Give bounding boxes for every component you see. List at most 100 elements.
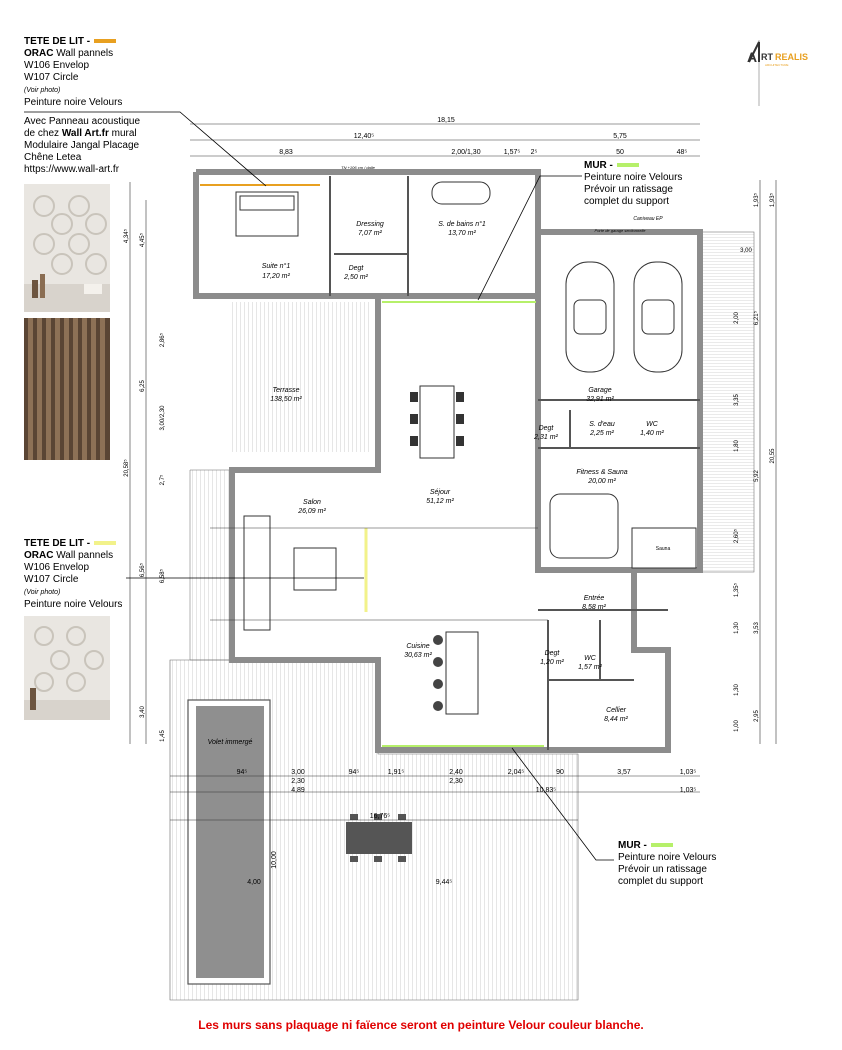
- room-name: Dressing: [356, 221, 384, 228]
- note-line: Peinture noire Velours: [584, 172, 683, 183]
- room-name: Degt: [349, 265, 365, 272]
- bathtub-icon: [431, 181, 491, 205]
- room-name: Fitness & Sauna: [576, 469, 627, 476]
- room-name: S. d'eau: [589, 421, 615, 428]
- dim-bottom: 94⁵: [237, 769, 248, 776]
- sauna-icon: [631, 527, 697, 569]
- room-name: Terrasse: [273, 387, 300, 394]
- room-name: Cuisine: [406, 643, 429, 650]
- kitchen-island-icon: [445, 631, 479, 715]
- dim-right: 1,35⁵: [733, 582, 740, 597]
- note-brand: Wall Art.fr: [61, 128, 109, 139]
- driveway-decking: [699, 231, 755, 573]
- lime-swatch: [650, 843, 673, 848]
- room-name: Cellier: [606, 707, 627, 714]
- dim-right: 1,30: [734, 622, 740, 634]
- note-small: (Voir photo): [24, 87, 61, 94]
- dim-bottom: 4,00: [247, 879, 261, 886]
- footer-note: Les murs sans plaquage ni faïence seront…: [198, 1018, 644, 1032]
- dim-left: 4,45⁵: [139, 232, 146, 247]
- note-line: W106 Envelop: [24, 60, 90, 71]
- dim-right: 20,55: [770, 448, 776, 464]
- dim-top-total: 18,15: [437, 117, 455, 124]
- dim-bottom: 10,83⁵: [536, 787, 557, 794]
- room-name: Salon: [303, 499, 321, 506]
- circle-panel-photo: [24, 184, 110, 312]
- artrealis-logo: A RT REALIS ARCHITECTURE: [747, 40, 808, 106]
- room-name: Garage: [588, 387, 611, 394]
- dim-top: 48⁵: [677, 149, 688, 156]
- room-area: 20,00 m²: [587, 478, 616, 485]
- dim-bottom: 3,57: [617, 769, 631, 776]
- circle-panel-photo-2: [24, 616, 110, 720]
- dim-right: 3,53: [754, 622, 760, 634]
- dim-right: 1,30: [734, 684, 740, 696]
- jacuzzi-icon: [549, 493, 619, 559]
- dim-right: 1,93⁵: [769, 192, 776, 207]
- note-small: (Voir photo): [24, 589, 61, 596]
- dim-left: 2,7⁵: [159, 474, 166, 485]
- bed-icon: [235, 191, 299, 237]
- note-line: Chêne Letea: [24, 152, 82, 163]
- caniveau-label: Caniveau EP: [633, 216, 663, 222]
- lime-swatch: [616, 163, 639, 168]
- note-line: Peinture noire Velours: [618, 852, 717, 863]
- coffee-table-icon: [293, 547, 337, 591]
- dim-left: 6,25: [140, 380, 146, 392]
- room-area: 138,50 m²: [270, 396, 302, 403]
- garage-door-label: Porte de garage sectionnelle: [595, 228, 647, 233]
- room-area: 2,31 m²: [533, 434, 558, 441]
- room-area: 8,44 m²: [604, 716, 628, 723]
- dim-bottom: 16,76⁵: [370, 813, 391, 820]
- room-area: 1,40 m²: [640, 430, 664, 437]
- room-area: 26,09 m²: [297, 508, 326, 515]
- dim-right: 1,93⁵: [753, 192, 760, 207]
- note-brand: ORAC: [24, 550, 54, 561]
- dim-right: 6,21⁵: [753, 310, 760, 325]
- leader-lines: [24, 111, 614, 861]
- dim-left: 1,45: [160, 730, 166, 742]
- note-line: de chez: [24, 128, 62, 139]
- dim-bottom: 2,30: [291, 778, 305, 785]
- room-area: 51,12 m²: [426, 498, 454, 505]
- car-right-icon: [633, 261, 683, 373]
- room-area: 1,20 m²: [540, 659, 564, 666]
- note-line: complet du support: [584, 196, 670, 207]
- dim-bottom: 2,30: [449, 778, 463, 785]
- note-title: MUR -: [584, 160, 613, 171]
- logo-a: A: [747, 49, 757, 65]
- dim-bottom: 9,44⁵: [436, 879, 453, 886]
- outdoor-chairs-icon: [350, 814, 406, 862]
- dim-right: 3,00: [740, 248, 752, 254]
- dim-right: 1,80: [734, 440, 740, 452]
- room-name: Séjour: [430, 489, 451, 496]
- dim-left: 4,34⁵: [123, 228, 130, 243]
- room-area: 30,63 m²: [404, 652, 432, 659]
- orange-swatch: [94, 39, 117, 44]
- outdoor-table-icon: [346, 822, 412, 854]
- headboard-note-mid: TETE DE LIT - ORAC Wall pannels W106 Env…: [24, 538, 122, 611]
- room-name: Degt: [545, 650, 561, 657]
- note-line: W107 Circle: [24, 72, 79, 83]
- room-area: 2,25 m²: [589, 430, 614, 437]
- wall-east: [548, 570, 671, 753]
- dim-top: 2,00/1,30: [451, 149, 480, 156]
- dim-right: 2,95: [754, 710, 760, 722]
- dim-left: 20,58⁵: [123, 459, 130, 477]
- logo-tag: ARCHITECTURE: [765, 63, 789, 67]
- note-line: Prévoir un ratissage: [584, 184, 673, 195]
- wall-suite-south: [193, 172, 378, 299]
- note-brand-rest: Wall pannels: [53, 550, 114, 561]
- wall-north: [196, 169, 541, 232]
- note-link[interactable]: https://www.wall-art.fr: [24, 164, 120, 175]
- note-title: TETE DE LIT -: [24, 538, 91, 549]
- note-brand: ORAC: [24, 48, 54, 59]
- dim-top: 12,40⁵: [354, 133, 375, 140]
- wall-note-bottom: MUR - Peinture noire Velours Prévoir un …: [618, 840, 716, 888]
- note-line: Avec Panneau acoustique: [24, 116, 141, 127]
- dim-left: 3,40: [140, 706, 146, 718]
- car-left-icon: [565, 261, 615, 373]
- dim-bottom: 1,03⁵: [680, 769, 697, 776]
- dim-left: 6,56⁵: [139, 562, 146, 577]
